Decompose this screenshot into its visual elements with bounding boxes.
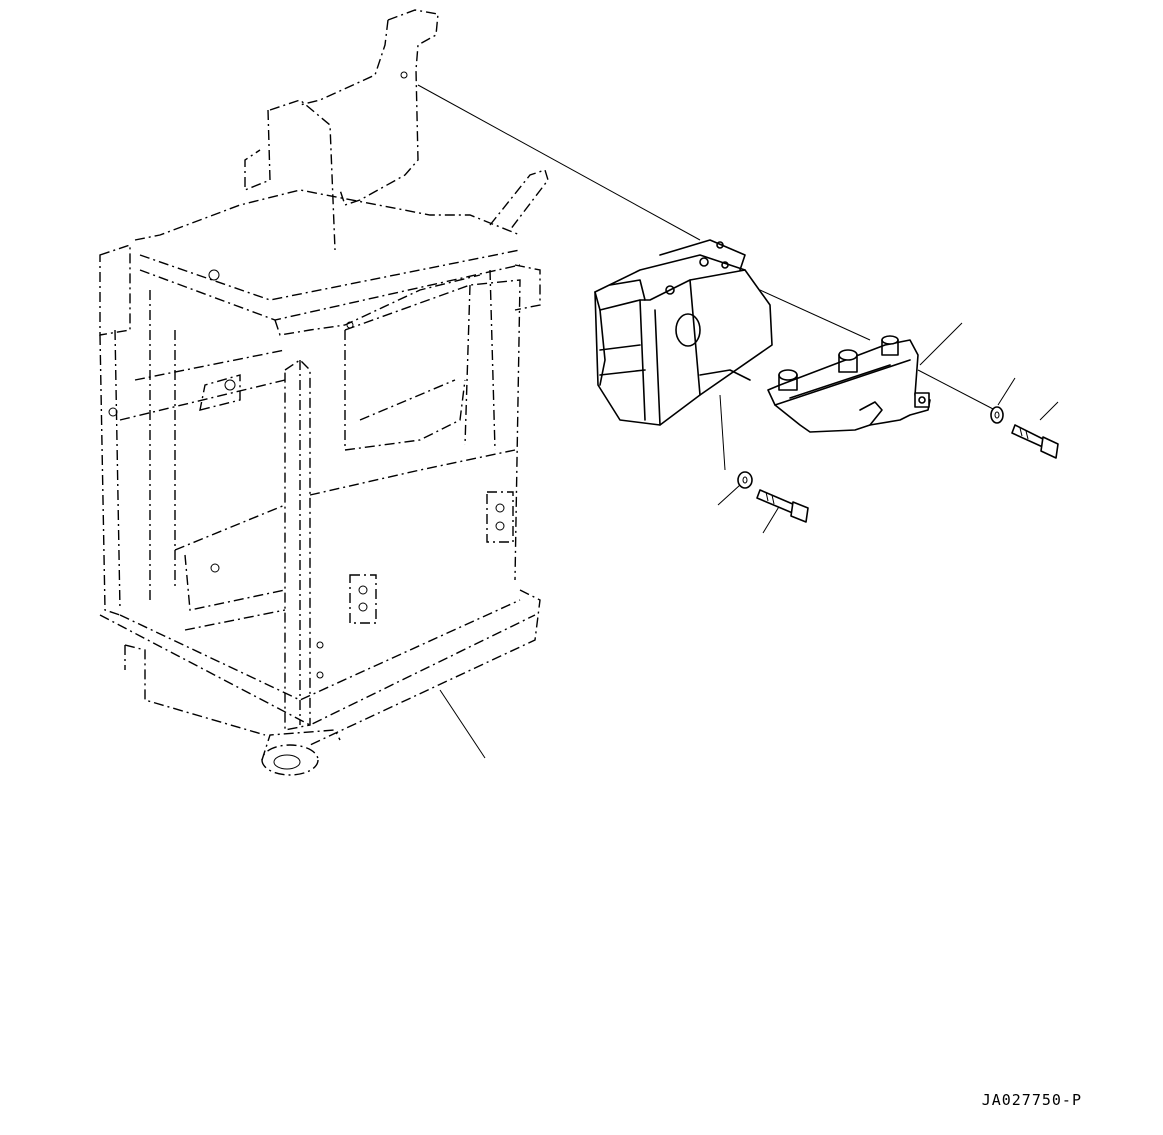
cab-frame-phantom [99, 9, 549, 776]
bolt-left [756, 489, 809, 523]
bolt-right [1011, 424, 1059, 459]
mounting-bracket [767, 335, 931, 433]
controller-unit [594, 239, 773, 426]
leader-lines [417, 84, 1059, 759]
drawing-code: JA027750-P [981, 1091, 1082, 1109]
washer-left [737, 471, 753, 489]
washer-right [990, 406, 1004, 424]
